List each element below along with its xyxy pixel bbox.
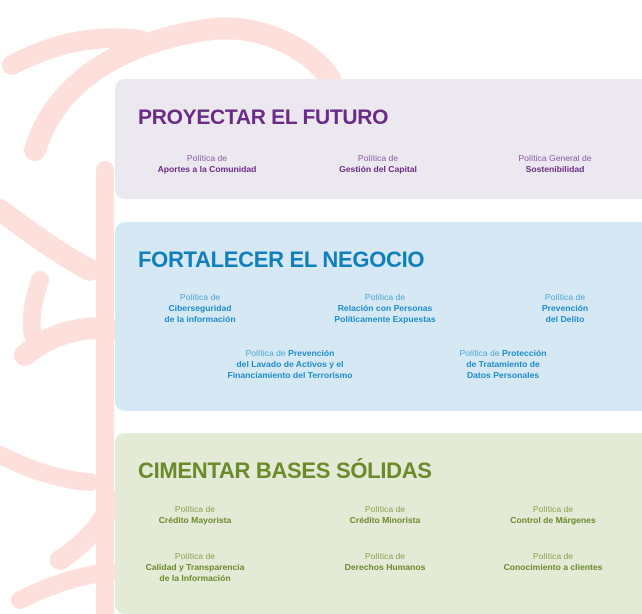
- policy-credito-mayorista[interactable]: Política de Crédito Mayorista: [130, 504, 260, 526]
- policy-prefix: Política de: [174, 551, 216, 561]
- policy-name: Aportes a la Comunidad: [157, 164, 257, 174]
- policy-name: Sostenibilidad: [525, 164, 585, 174]
- section-proyectar-el-futuro: PROYECTAR EL FUTURO Política de Aportes …: [115, 79, 642, 199]
- policy-name-line1: Calidad y Transparencia: [145, 562, 245, 572]
- policy-name-line1: Ciberseguridad: [168, 303, 232, 313]
- policy-credito-minorista[interactable]: Política de Crédito Minorista: [325, 504, 445, 526]
- policy-name-line2: de la información: [164, 314, 236, 324]
- policy-derechos-humanos[interactable]: Política de Derechos Humanos: [325, 551, 445, 573]
- policy-prevencion-lavado-activos[interactable]: Política de Prevención del Lavado de Act…: [205, 348, 375, 381]
- policy-name: Crédito Minorista: [349, 515, 421, 525]
- policy-prefix: Política de: [174, 504, 216, 514]
- policy-prefix: Política de: [179, 292, 221, 302]
- policy-name-line2: del Delito: [545, 314, 585, 324]
- policy-prefix: Política de: [532, 504, 574, 514]
- policy-sostenibilidad[interactable]: Política General de Sostenibilidad: [495, 153, 615, 175]
- policy-ciberseguridad[interactable]: Política de Ciberseguridad de la informa…: [150, 292, 250, 325]
- section-cimentar-bases-solidas: CIMENTAR BASES SÓLIDAS Política de Crédi…: [115, 433, 642, 614]
- policy-prefix: Política de: [357, 153, 399, 163]
- policy-prefix: Política de: [364, 504, 406, 514]
- policy-name-line2: Políticamente Expuestas: [334, 314, 436, 324]
- policy-prefix: Política General de: [518, 153, 592, 163]
- policy-name-inline: Prevención: [288, 348, 335, 358]
- policy-proteccion-datos-personales[interactable]: Política de Protección de Tratamiento de…: [433, 348, 573, 381]
- policy-prefix: Política de: [532, 551, 574, 561]
- policy-name: Control de Márgenes: [510, 515, 596, 525]
- policy-name-line2: Datos Personales: [466, 370, 540, 380]
- policy-personas-politicamente-expuestas[interactable]: Política de Relación con Personas Políti…: [310, 292, 460, 325]
- section-title-fortalecer: FORTALECER EL NEGOCIO: [138, 247, 425, 272]
- policy-name: Derechos Humanos: [344, 562, 426, 572]
- policy-name-line1: Prevención: [541, 303, 589, 313]
- policy-name: Crédito Mayorista: [158, 515, 232, 525]
- policy-prefix: Política de: [364, 551, 406, 561]
- policy-name: Conocimiento a clientes: [503, 562, 603, 572]
- policy-name-line1: del Lavado de Activos y el: [236, 359, 344, 369]
- section-title-proyectar: PROYECTAR EL FUTURO: [138, 106, 389, 129]
- policy-name: Gestión del Capital: [339, 164, 417, 174]
- policy-conocimiento-clientes[interactable]: Política de Conocimiento a clientes: [483, 551, 623, 573]
- policy-prefix: Política de: [459, 348, 500, 358]
- policy-prefix: Política de: [245, 348, 286, 358]
- policy-name-line1: Relación con Personas: [337, 303, 433, 313]
- policy-calidad-transparencia[interactable]: Política de Calidad y Transparencia de l…: [130, 551, 260, 584]
- policy-aportes-comunidad[interactable]: Política de Aportes a la Comunidad: [147, 153, 267, 175]
- policy-prevencion-delito[interactable]: Política de Prevención del Delito: [515, 292, 615, 325]
- policy-prefix: Política de: [544, 292, 586, 302]
- policy-prefix: Política de: [186, 153, 228, 163]
- section-title-cimentar: CIMENTAR BASES SÓLIDAS: [138, 458, 432, 483]
- policy-name-line1: de Tratamiento de: [466, 359, 540, 369]
- policy-name-line2: Financiamiento del Terrorismo: [227, 370, 353, 380]
- policy-control-margenes[interactable]: Política de Control de Márgenes: [483, 504, 623, 526]
- policy-name-inline: Protección: [502, 348, 547, 358]
- policy-gestion-capital[interactable]: Política de Gestión del Capital: [323, 153, 433, 175]
- policy-prefix: Política de: [364, 292, 406, 302]
- policy-name-line2: de la Información: [159, 573, 231, 583]
- section-fortalecer-el-negocio: FORTALECER EL NEGOCIO Política de Cibers…: [115, 222, 642, 411]
